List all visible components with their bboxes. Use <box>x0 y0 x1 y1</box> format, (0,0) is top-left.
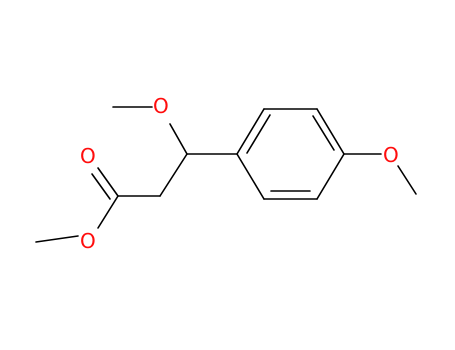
bond-carbonyl-double-1 <box>97 167 119 197</box>
ring-inner-bond-2 <box>312 115 335 151</box>
atom-o-benzylic-methoxy: O <box>153 94 169 118</box>
ring-bond-1 <box>236 108 265 155</box>
bond-ch-o <box>169 123 188 155</box>
bond-o-methyl-right <box>397 165 417 195</box>
ring-bond-6 <box>236 153 265 200</box>
ring-inner-bond-1 <box>246 114 271 154</box>
bond-carbonyl-double-2 <box>91 173 111 200</box>
bond-methyl-ester-o <box>35 235 79 243</box>
atom-o-carbonyl: O <box>80 144 96 168</box>
atom-o-aryl-methoxy: O <box>383 143 399 167</box>
atom-o-ester: O <box>80 229 96 253</box>
ring-bond-3 <box>316 108 345 155</box>
bond-ester-o-carbonyl-c <box>97 195 119 229</box>
ring-bond-4 <box>316 153 345 200</box>
bond-ch2-ch <box>159 153 188 197</box>
